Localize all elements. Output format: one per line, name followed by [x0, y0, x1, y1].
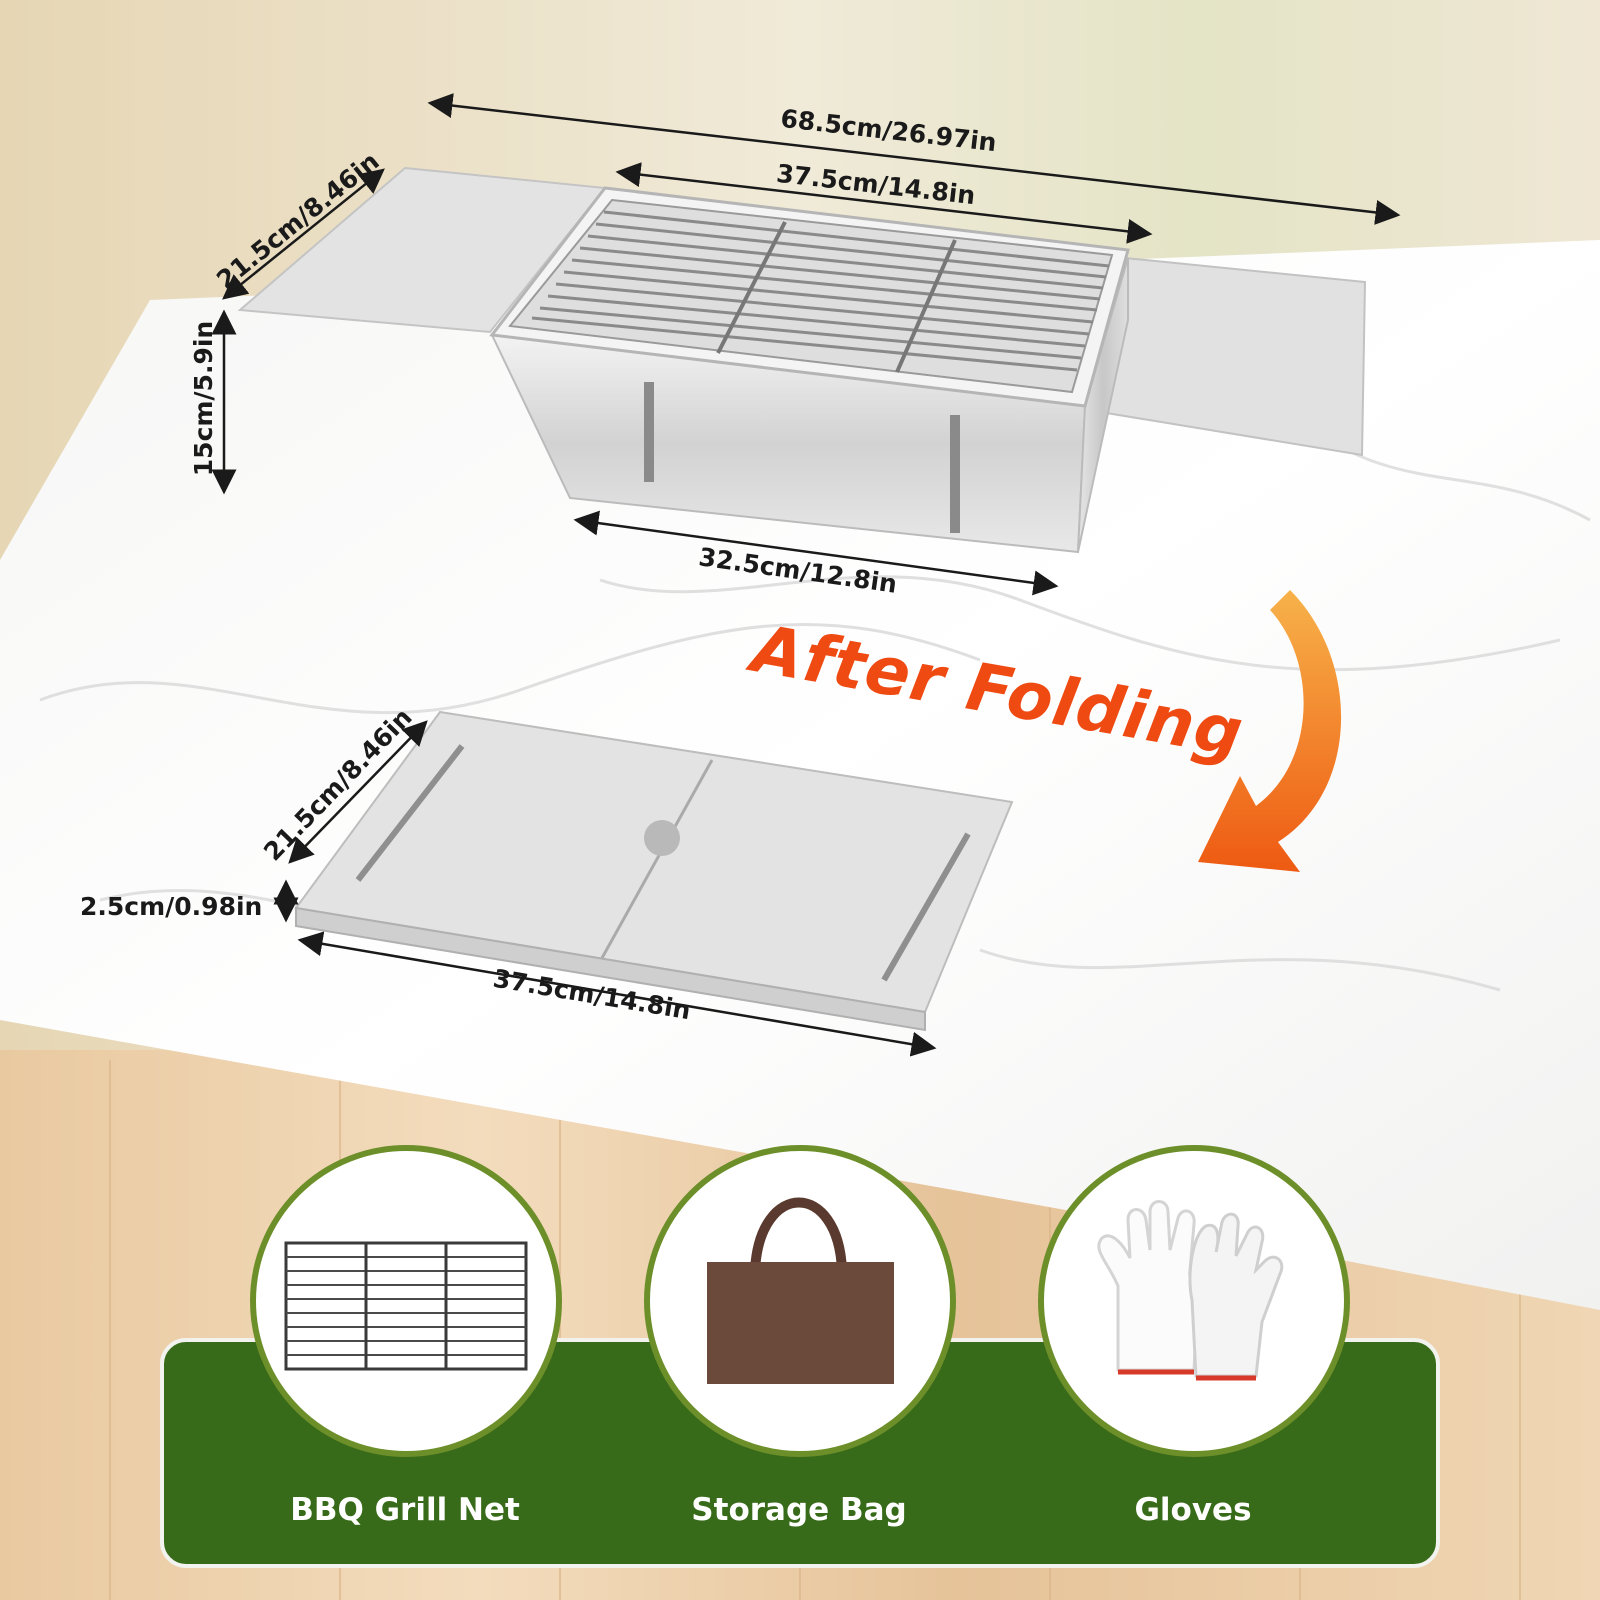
accessory-label-storage-bag: Storage Bag [691, 1492, 907, 1528]
folded-grill-hole [644, 820, 680, 856]
grill-rack-cross-bars [716, 221, 957, 373]
grill-vent-slots [644, 382, 960, 533]
folded-dimension-lines [273, 720, 937, 1057]
open-dimension-lines [211, 93, 1401, 596]
folded-height-label: 2.5cm/0.98in [80, 892, 263, 921]
accessory-label-grill-net: BBQ Grill Net [290, 1492, 520, 1528]
accessory-circle-grill-net [250, 1145, 562, 1457]
open-height-label: 15cm/5.9in [189, 320, 219, 477]
folded-grill-seam [600, 759, 714, 959]
accessory-label-gloves: Gloves [1134, 1492, 1252, 1528]
accessory-circle-gloves [1038, 1145, 1350, 1457]
accessory-circle-storage-bag [644, 1145, 956, 1457]
fold-arrow-icon [1198, 590, 1342, 872]
